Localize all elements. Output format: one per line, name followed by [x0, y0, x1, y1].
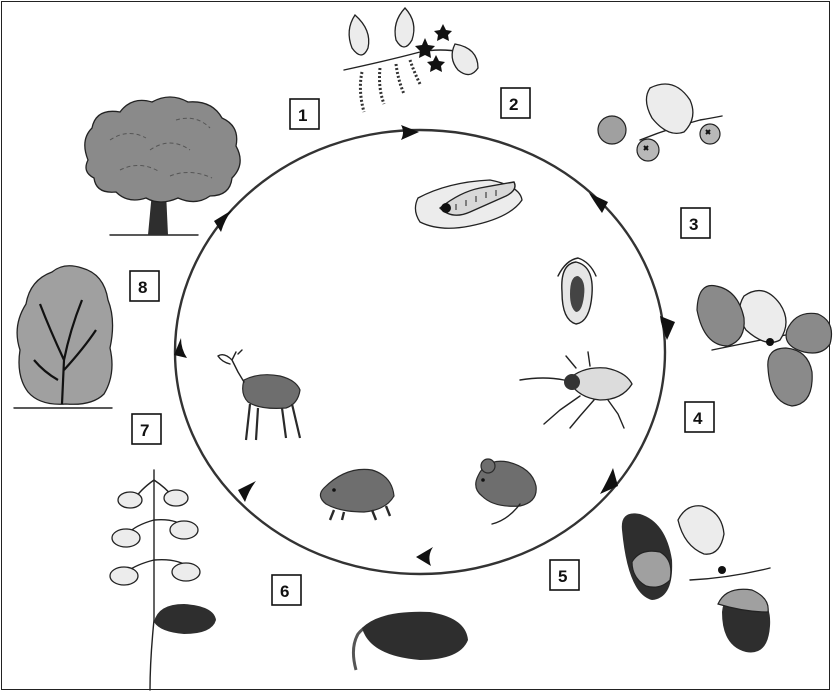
arrow-head	[416, 547, 433, 566]
arrow-head	[238, 481, 256, 502]
svg-text:2: 2	[509, 95, 518, 114]
flowering-branch-icon	[344, 8, 478, 112]
wild-boar-icon	[320, 469, 394, 520]
seedling-icon	[110, 470, 216, 690]
acorn-cluster-icon	[697, 286, 832, 407]
stage-label-6: 6	[272, 575, 301, 605]
mouse-icon	[476, 459, 536, 524]
arrow-head	[600, 468, 618, 494]
caterpillar-icon	[415, 180, 522, 228]
stage-label-1: 1	[290, 99, 319, 129]
svg-text:5: 5	[558, 567, 567, 586]
cycle-arrows	[174, 125, 675, 566]
stage-label-5: 5	[550, 560, 579, 590]
stage-label-4: 4	[685, 402, 714, 432]
young-acorn-icon	[598, 84, 722, 161]
arrow-head	[589, 193, 608, 213]
infested-acorn-icon	[558, 258, 596, 324]
germinating-acorn-icon	[353, 612, 468, 670]
svg-text:8: 8	[138, 278, 147, 297]
arrow-head	[660, 316, 675, 340]
arrow-head	[401, 125, 419, 140]
svg-text:1: 1	[298, 106, 307, 125]
stage-label-3: 3	[681, 208, 710, 238]
stage-label-8: 8	[130, 271, 159, 301]
stage-label-2: 2	[501, 88, 530, 118]
stage-label-7: 7	[132, 414, 161, 444]
svg-text:4: 4	[693, 409, 703, 428]
svg-text:3: 3	[689, 215, 698, 234]
shrub-icon	[14, 266, 113, 408]
ripe-acorn-icon	[622, 506, 770, 653]
deer-icon	[218, 350, 300, 440]
tree-icon	[85, 97, 240, 235]
svg-text:6: 6	[280, 582, 289, 601]
svg-text:7: 7	[140, 421, 149, 440]
weevil-icon	[520, 352, 632, 428]
